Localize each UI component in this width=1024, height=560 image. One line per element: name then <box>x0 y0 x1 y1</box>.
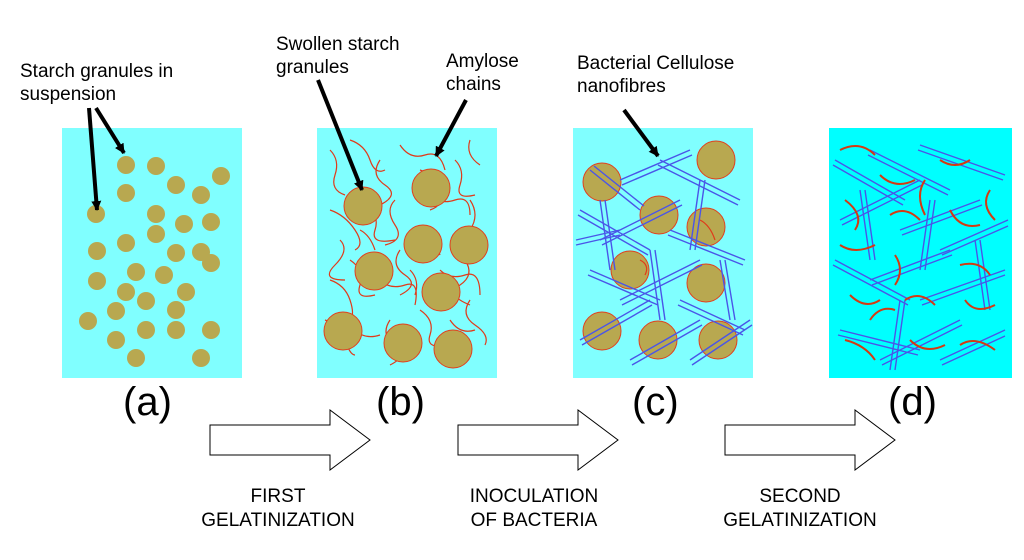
step-second-gelatinization: SECOND GELATINIZATION <box>700 485 900 533</box>
panel-b <box>316 79 497 378</box>
step-third-line1: SECOND <box>759 486 841 507</box>
pointer-arrow <box>434 99 468 157</box>
amylose-label-line1: Amylose <box>446 51 519 72</box>
panel-d <box>829 128 1012 378</box>
step-first-line1: FIRST <box>250 486 306 507</box>
process-arrow-third <box>724 409 896 471</box>
panel-c-label: (c) <box>632 380 679 424</box>
swollen-granules-label: Swollen starch granules <box>276 33 400 79</box>
step-inoculation: INOCULATION OF BACTERIA <box>434 485 634 533</box>
process-arrow-second <box>457 409 619 471</box>
pointer-arrow <box>87 107 102 211</box>
panel-a-label: (a) <box>123 380 172 424</box>
amylose-fragments-c <box>639 219 716 276</box>
panel-a <box>62 106 242 378</box>
amylose-label: Amylose chains <box>446 50 519 96</box>
panel-c <box>573 108 753 378</box>
process-arrow-first <box>209 409 371 471</box>
panel-b-label: (b) <box>376 380 425 424</box>
cellulose-nanofibres <box>575 149 753 366</box>
starch-granules-label: Starch granules in suspension <box>20 60 173 106</box>
cellulose-label-line1: Bacterial Cellulose <box>577 53 735 74</box>
amylose-network <box>839 145 996 361</box>
swollen-granules-label-line1: Swollen starch <box>276 34 400 55</box>
pointer-arrow <box>622 108 660 158</box>
step-second-line1: INOCULATION <box>469 486 599 507</box>
starch-granules-label-line2: suspension <box>20 84 117 105</box>
cellulose-label-line2: nanofibres <box>577 76 666 97</box>
pointer-arrow <box>94 106 126 155</box>
swollen-granules <box>323 168 489 369</box>
step-first-gelatinization: FIRST GELATINIZATION <box>178 485 378 533</box>
amylose-label-line2: chains <box>446 74 501 95</box>
step-first-line2: GELATINIZATION <box>201 510 355 531</box>
starch-granules-label-line1: Starch granules in <box>20 61 174 82</box>
swollen-granules-label-line2: granules <box>276 57 349 78</box>
step-third-line2: GELATINIZATION <box>723 510 877 531</box>
step-second-line2: OF BACTERIA <box>470 510 598 531</box>
cellulose-network <box>832 144 1009 371</box>
pointer-arrow <box>316 79 364 191</box>
cellulose-label: Bacterial Cellulose nanofibres <box>577 52 734 98</box>
panel-d-label: (d) <box>888 380 937 424</box>
